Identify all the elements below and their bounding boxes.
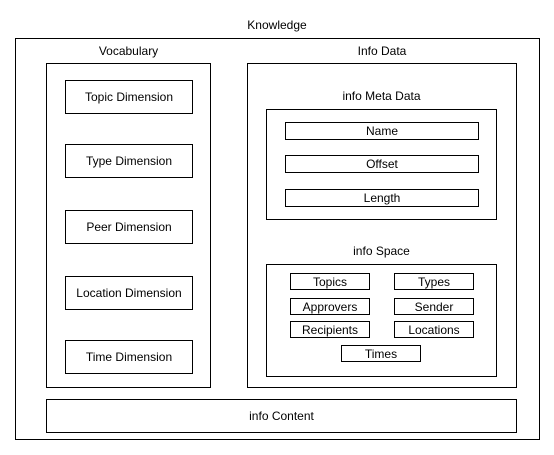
space-item-times: Times [341,345,421,362]
space-item-locations: Locations [394,321,474,338]
space-item-approvers: Approvers [290,298,370,315]
space-item-sender: Sender [394,298,474,315]
meta-field-offset: Offset [285,155,479,173]
info-space-title: info Space [353,244,410,258]
info-content-bar: info Content [46,399,517,433]
meta-field-name: Name [285,122,479,140]
vocabulary-title: Vocabulary [98,44,159,58]
vocabulary-item-topic-dimension: Topic Dimension [65,80,193,114]
info-data-title: Info Data [357,44,407,58]
info-meta-data-title: info Meta Data [342,89,421,103]
space-item-types: Types [394,273,474,290]
space-item-recipients: Recipients [290,321,370,338]
vocabulary-item-type-dimension: Type Dimension [65,144,193,178]
diagram-title: Knowledge [247,18,307,32]
vocabulary-item-peer-dimension: Peer Dimension [65,210,193,244]
space-item-topics: Topics [290,273,370,290]
vocabulary-item-time-dimension: Time Dimension [65,340,193,374]
meta-field-length: Length [285,189,479,207]
vocabulary-item-location-dimension: Location Dimension [65,276,193,310]
